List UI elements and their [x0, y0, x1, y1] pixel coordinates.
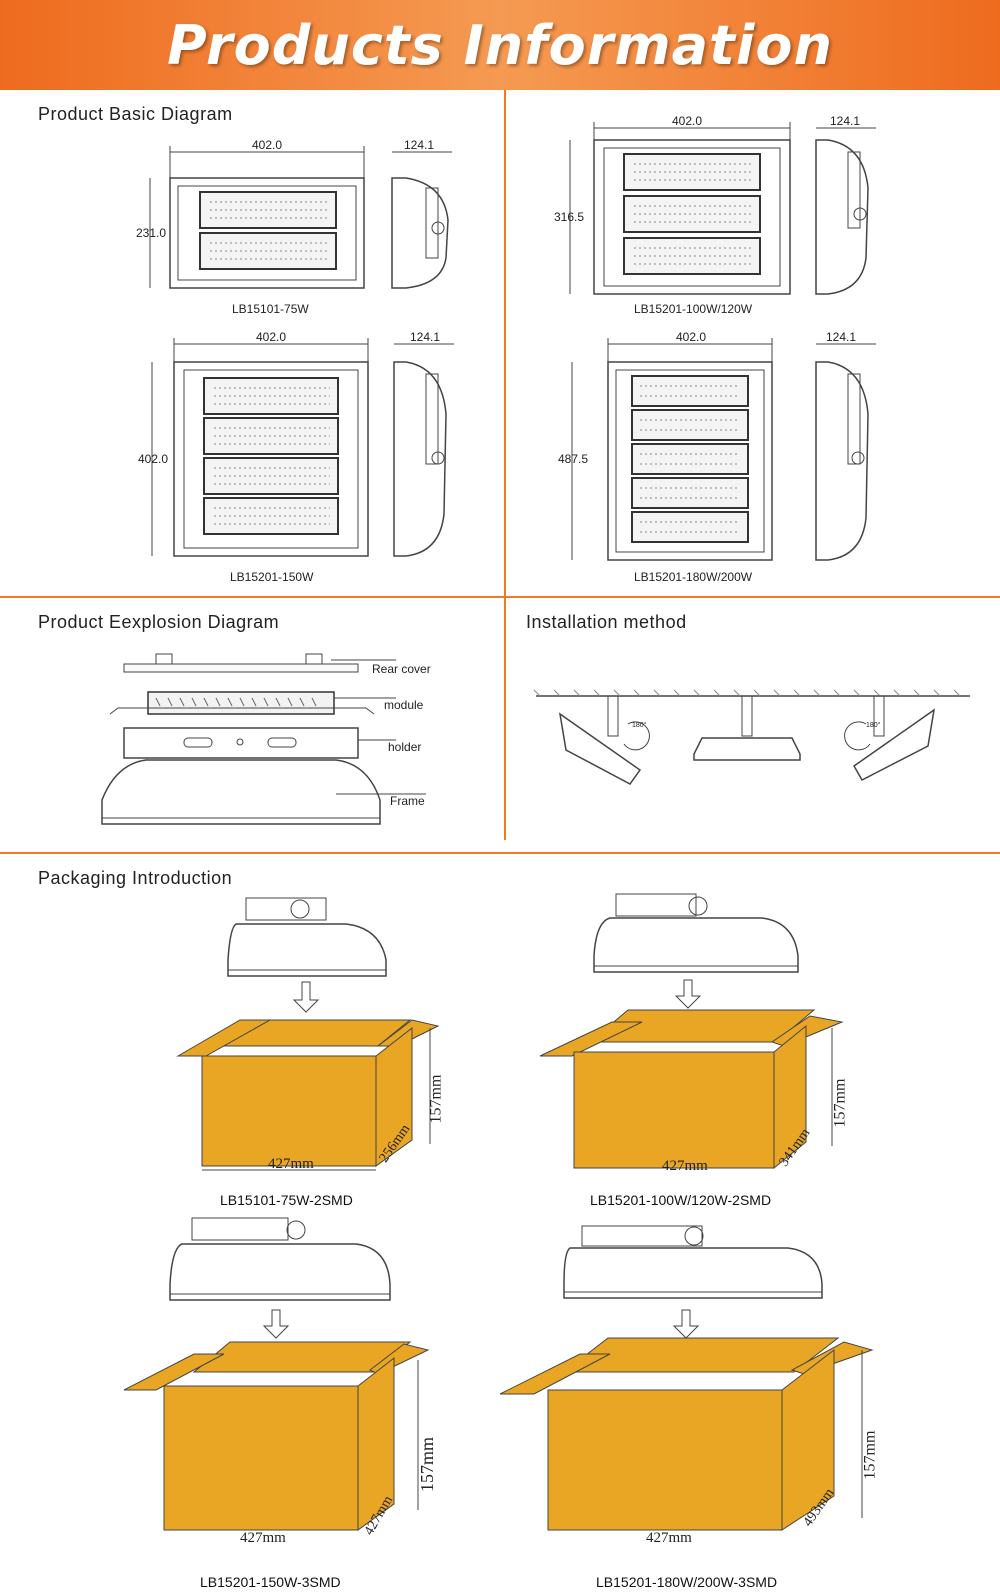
part-label-frame: Frame — [390, 794, 425, 808]
side-view-drawing — [815, 127, 876, 295]
explosion-drawing — [101, 653, 426, 825]
package-length: 427mm — [240, 1530, 286, 1546]
divider-horizontal-2 — [0, 852, 1000, 854]
diagram-caption: LB15101-75W — [232, 302, 309, 316]
package-caption: LB15101-75W-2SMD — [220, 1192, 353, 1208]
section-title-installation: Installation method — [526, 612, 687, 632]
package-caption: LB15201-180W/200W-3SMD — [596, 1574, 778, 1590]
dimension-height: 231.0 — [136, 226, 167, 240]
package-drawing — [499, 1225, 874, 1531]
dimension-depth: 124.1 — [830, 114, 861, 128]
dimension-depth: 124.1 — [410, 330, 441, 344]
section-title-packaging: Packaging Introduction — [38, 868, 233, 888]
part-label-module: module — [384, 698, 424, 712]
installation-drawing — [533, 689, 970, 785]
dimension-width: 402.0 — [252, 138, 283, 152]
diagram-caption: LB15201-150W — [230, 570, 314, 584]
side-view-drawing — [391, 151, 452, 289]
package-length: 427mm — [662, 1158, 708, 1174]
part-label-holder: holder — [388, 740, 422, 754]
dimension-height: 402.0 — [138, 452, 169, 466]
side-view-drawing — [393, 343, 454, 557]
divider-horizontal-1 — [0, 596, 1000, 598]
package-drawing — [176, 897, 440, 1171]
page-title: Products Information — [167, 14, 833, 77]
front-view-drawing — [569, 122, 791, 295]
diagram-caption: LB15201-100W/120W — [634, 302, 753, 316]
divider-vertical-top — [504, 90, 506, 840]
rotation-angle-right: 180° — [866, 722, 881, 729]
header-banner: Products Information — [0, 0, 1000, 90]
part-label-rear-cover: Rear cover — [372, 662, 431, 676]
dimension-height: 316.5 — [554, 210, 585, 224]
package-caption: LB15201-100W/120W-2SMD — [590, 1192, 772, 1208]
package-drawing — [539, 893, 844, 1170]
dimension-depth: 124.1 — [826, 330, 857, 344]
dimension-width: 402.0 — [676, 330, 707, 344]
rotation-angle-left: 180° — [632, 722, 647, 729]
dimension-depth: 124.1 — [404, 138, 435, 152]
package-height: 157mm — [861, 1430, 879, 1480]
front-view-drawing — [571, 338, 773, 561]
package-height: 157mm — [831, 1078, 849, 1128]
dimension-height: 487.5 — [558, 452, 589, 466]
package-drawing — [123, 1217, 430, 1531]
package-height: 157mm — [427, 1074, 445, 1124]
section-title-explosion: Product Eexplosion Diagram — [38, 612, 280, 632]
front-view-drawing — [151, 338, 369, 557]
section-title-basic: Product Basic Diagram — [38, 104, 233, 124]
front-view-drawing — [149, 146, 365, 289]
package-caption: LB15201-150W-3SMD — [200, 1574, 341, 1590]
package-height: 157mm — [417, 1436, 438, 1493]
dimension-width: 402.0 — [256, 330, 287, 344]
dimension-width: 402.0 — [672, 114, 703, 128]
diagram-caption: LB15201-180W/200W — [634, 570, 753, 584]
package-length: 427mm — [268, 1156, 314, 1172]
package-length: 427mm — [646, 1530, 692, 1546]
side-view-drawing — [815, 343, 876, 561]
